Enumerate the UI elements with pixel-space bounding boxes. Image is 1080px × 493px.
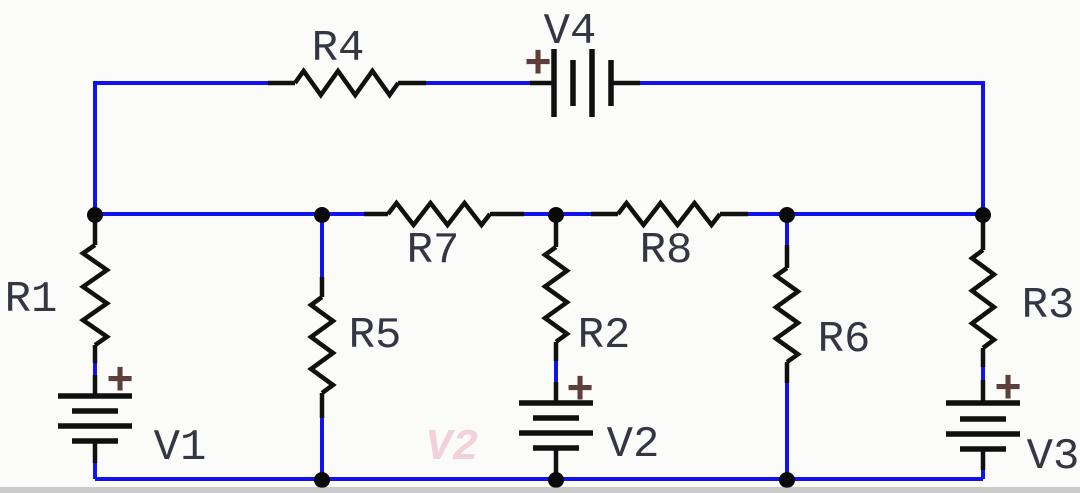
label-r7: R7 (407, 226, 460, 276)
label-v4: V4 (544, 7, 597, 57)
label-r4: R4 (312, 24, 365, 74)
label-r8: R8 (640, 226, 693, 276)
resistor-r8-symbol (616, 199, 722, 229)
label-r1: R1 (5, 275, 58, 325)
label-r3: R3 (1022, 281, 1075, 331)
battery-v3-symbol (946, 400, 1020, 452)
label-v2: V2 (607, 420, 660, 470)
junction-dot (314, 472, 330, 488)
watermark-group: V2 (421, 423, 483, 473)
label-v3: V3 (1027, 432, 1080, 482)
battery-v4-plates (551, 49, 614, 117)
junction-dot (779, 207, 795, 223)
voltage-sources (58, 49, 1020, 452)
polarity-marks: + + + + (106, 39, 1022, 417)
junction-dots (87, 207, 991, 488)
resistor-r5-symbol (307, 295, 337, 395)
resistor-r4-symbol (293, 67, 401, 99)
junction-dot (87, 207, 103, 223)
wire-top-right (638, 81, 985, 216)
plus-sign-v1: + (106, 356, 134, 408)
resistor-r6-symbol (772, 266, 802, 364)
watermark-v2: V2 (421, 423, 483, 473)
battery-v1-plates (58, 393, 132, 444)
resistor-r3-symbol (968, 248, 998, 350)
component-labels: R4 V4 R7 R8 R1 R5 R2 R6 R3 V1 V2 V3 (5, 7, 1080, 482)
resistor-r2-symbol (541, 245, 571, 344)
bottom-edge-shadow (0, 487, 1080, 493)
junction-dot (548, 472, 564, 488)
junction-dot (314, 207, 330, 223)
plus-sign-v2: + (566, 365, 594, 417)
battery-v3-plates (946, 400, 1020, 452)
wire-top-left (93, 81, 270, 216)
battery-v4-symbol (551, 49, 614, 117)
junction-dot (975, 207, 991, 223)
label-v1: V1 (154, 423, 207, 473)
junction-dot (779, 472, 795, 488)
label-r5: R5 (349, 311, 402, 361)
component-leads (92, 80, 986, 479)
plus-sign-v3: + (994, 364, 1022, 416)
resistor-r7-symbol (386, 199, 492, 229)
resistor-r1-symbol (79, 243, 111, 347)
label-r2: R2 (578, 311, 631, 361)
resistors (79, 67, 998, 395)
plus-sign-v4: + (524, 39, 552, 91)
battery-v1-symbol (58, 393, 132, 444)
battery-v2-plates (519, 400, 593, 451)
battery-v2-symbol (519, 400, 593, 451)
label-r6: R6 (818, 315, 871, 365)
junction-dot (548, 207, 564, 223)
